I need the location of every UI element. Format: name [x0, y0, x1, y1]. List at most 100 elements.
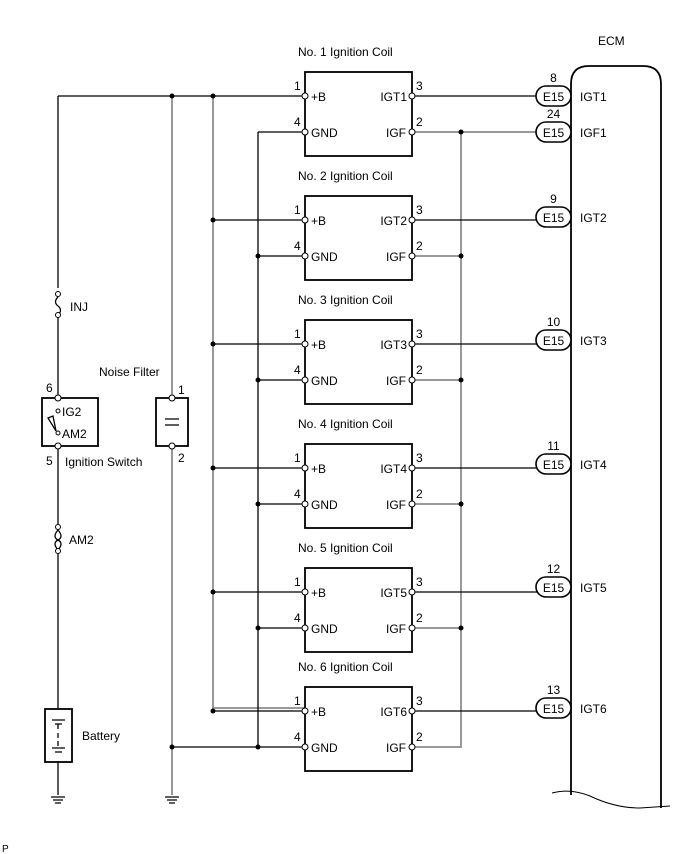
battery-label: Battery — [82, 729, 120, 743]
coil-pin-igf-number: 2 — [416, 611, 423, 625]
coil-terminal-igt: IGT4 — [380, 462, 407, 476]
coil-pin-b-number: 1 — [294, 327, 301, 341]
am2-fuse: AM2 — [54, 524, 94, 554]
coil-pin-igf-number: 2 — [416, 239, 423, 253]
connector-pin-number: 9 — [550, 192, 557, 206]
connector-pin-number: 10 — [547, 315, 561, 329]
connector-pin-number: 11 — [547, 439, 560, 453]
coil-pin-b-number: 1 — [294, 203, 301, 217]
coil-pin-gnd-number: 4 — [294, 239, 301, 253]
coil-pin-b-number: 1 — [294, 79, 301, 93]
coil-pin-igt-number: 3 — [416, 203, 423, 217]
ecm-signal-label: IGT2 — [580, 211, 607, 225]
coil-title: No. 3 Ignition Coil — [298, 293, 393, 307]
coil-pin-igf-number: 2 — [416, 730, 423, 744]
coil-pin-igt-number: 3 — [416, 327, 423, 341]
connector-id: E15 — [543, 211, 565, 225]
coil-terminal-gnd: GND — [311, 741, 338, 755]
am2-fuse-label: AM2 — [69, 533, 94, 547]
coil-title: No. 1 Ignition Coil — [298, 45, 393, 59]
coil-terminal-gnd: GND — [311, 622, 338, 636]
ecm-signal-label: IGT5 — [580, 581, 607, 595]
coil-pin-gnd-number: 4 — [294, 730, 301, 744]
coil-title: No. 2 Ignition Coil — [298, 169, 393, 183]
coil-terminal-b: +B — [311, 90, 326, 104]
connector-id: E15 — [543, 458, 565, 472]
connector-id: E15 — [543, 334, 565, 348]
coil-terminal-b: +B — [311, 586, 326, 600]
coil-terminal-igf: IGF — [386, 374, 406, 388]
coil-pin-igt-number: 3 — [416, 575, 423, 589]
ignition-switch-pin-6: 6 — [46, 381, 53, 395]
coil-terminal-igf: IGF — [386, 622, 406, 636]
ground-symbols — [51, 796, 179, 804]
coil-terminal-igf: IGF — [386, 498, 406, 512]
coil-pin-gnd-number: 4 — [294, 487, 301, 501]
coil-pin-b-number: 1 — [294, 694, 301, 708]
connector-pin-number: 8 — [550, 71, 557, 85]
inj-fuse: INJ — [54, 291, 88, 318]
ignition-switch-pin-5: 5 — [46, 454, 53, 468]
coil-terminal-igt: IGT5 — [380, 586, 407, 600]
ignition-switch: IG2 AM2 6 5 Ignition Switch — [41, 381, 142, 469]
coil-terminal-igf: IGF — [386, 741, 406, 755]
coil-terminal-igt: IGT1 — [380, 90, 407, 104]
ecm: ECM — [551, 34, 671, 809]
footer-mark: P — [2, 844, 9, 854]
ignition-switch-terminal-am2: AM2 — [62, 427, 87, 441]
ground-icon — [51, 796, 65, 804]
coil-pin-igf-number: 2 — [416, 363, 423, 377]
coil-pin-gnd-number: 4 — [294, 363, 301, 377]
coil-title: No. 5 Ignition Coil — [298, 541, 393, 555]
coil-pin-igt-number: 3 — [416, 694, 423, 708]
ecm-signal-label: IGF1 — [580, 126, 607, 140]
coil-pin-igf-number: 2 — [416, 115, 423, 129]
connector-id: E15 — [543, 702, 565, 716]
coil-pin-igt-number: 3 — [416, 79, 423, 93]
coil-terminal-gnd: GND — [311, 250, 338, 264]
coil-terminal-gnd: GND — [311, 374, 338, 388]
noise-filter-pin-2: 2 — [178, 451, 185, 465]
coil-terminal-b: +B — [311, 705, 326, 719]
connector-pin-number: 13 — [547, 683, 561, 697]
coil-pin-b-number: 1 — [294, 451, 301, 465]
noise-filter-pin-1: 1 — [178, 383, 185, 397]
battery: Battery — [44, 708, 120, 763]
inj-fuse-label: INJ — [70, 300, 88, 314]
ecm-signal-label: IGT6 — [580, 702, 607, 716]
ecm-connectors: E158IGT1E1524IGF1E159IGT2E1510IGT3E1511I… — [535, 71, 607, 719]
coil-terminal-igf: IGF — [386, 250, 406, 264]
coil-terminal-igt: IGT6 — [380, 705, 407, 719]
ecm-signal-label: IGT1 — [580, 90, 607, 104]
connector-pin-number: 24 — [547, 107, 561, 121]
connector-id: E15 — [543, 90, 565, 104]
coil-terminal-igt: IGT2 — [380, 214, 407, 228]
coil-terminal-b: +B — [311, 462, 326, 476]
connector-pin-number: 12 — [547, 562, 561, 576]
ignition-switch-label: Ignition Switch — [65, 455, 142, 469]
coil-title: No. 4 Ignition Coil — [298, 417, 393, 431]
coil-terminal-b: +B — [311, 338, 326, 352]
coil-pin-gnd-number: 4 — [294, 611, 301, 625]
coil-title: No. 6 Ignition Coil — [298, 660, 393, 674]
coil-terminal-igf: IGF — [386, 126, 406, 140]
noise-filter: Noise Filter 1 2 — [99, 365, 189, 465]
ecm-signal-label: IGT4 — [580, 458, 607, 472]
noise-filter-label: Noise Filter — [99, 365, 160, 379]
main-supply-wiring — [57, 93, 540, 795]
ecm-label: ECM — [598, 34, 625, 48]
coil-pin-b-number: 1 — [294, 575, 301, 589]
